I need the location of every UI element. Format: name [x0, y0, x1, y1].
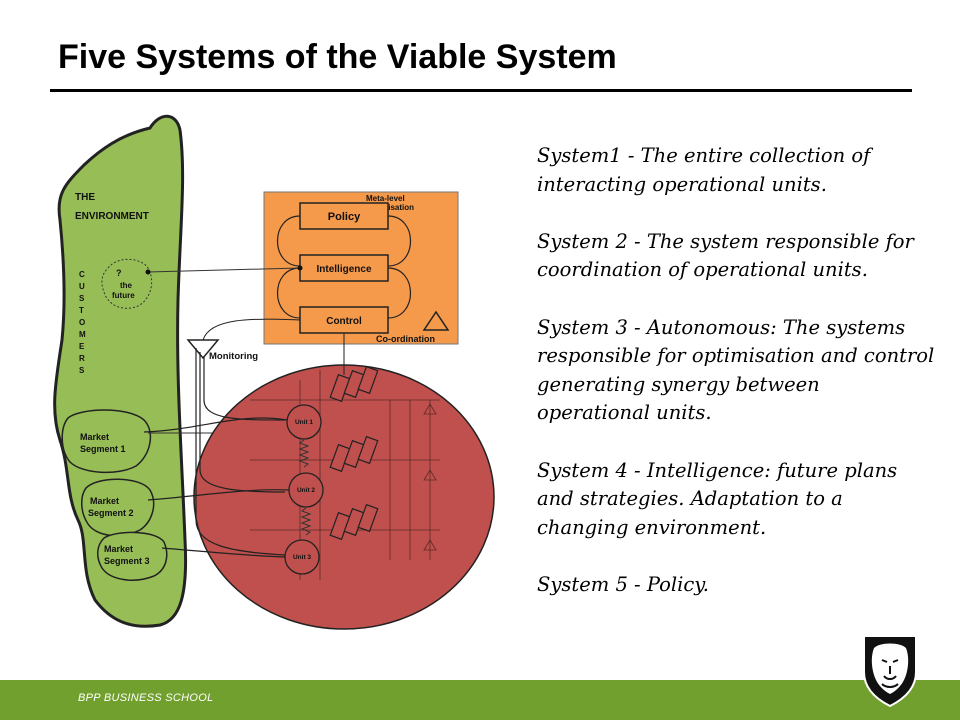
svg-text:M: M [79, 330, 86, 339]
market-segment-3-line1: Market [104, 544, 133, 554]
system-2-description: System 2 - The system responsible for co… [537, 229, 914, 282]
coordination-spring-icon [300, 507, 312, 536]
unit-1-label: Unit 1 [295, 419, 313, 426]
meta-label-line2: organisation [366, 203, 414, 212]
future-region [101, 258, 153, 309]
system-1-description: System1 - The entire collection of inter… [537, 144, 871, 196]
unit-2-label: Unit 2 [297, 487, 315, 494]
title-underline [50, 89, 912, 92]
market-segment-3-line2: Segment 3 [104, 556, 150, 566]
intelligence-box [299, 254, 389, 282]
svg-text:R: R [79, 354, 85, 363]
policy-box [299, 202, 389, 230]
unit-3-label: Unit 3 [293, 554, 311, 561]
unit-3-management-icon [329, 503, 379, 541]
svg-text:S: S [79, 366, 85, 375]
svg-text:C: C [79, 270, 85, 279]
market-segment-2-line2: Segment 2 [88, 508, 134, 518]
market-segment-1-line2: Segment 1 [80, 444, 126, 454]
unit-1-circle [286, 404, 322, 440]
viable-system-diagram: THE ENVIRONMENT C U S T O M E R S ? the … [53, 114, 495, 630]
footer-bar: BPP BUSINESS SCHOOL [0, 680, 960, 720]
market-segment-1-region [61, 409, 152, 474]
svg-text:T: T [79, 306, 84, 315]
environment-label-line1: THE [75, 192, 95, 203]
market-segment-1-line1: Market [80, 432, 109, 442]
system-5-description: System 5 - Policy. [537, 572, 709, 596]
environment-label-line2: ENVIRONMENT [75, 211, 149, 222]
system-3-description: System 3 - Autonomous: The systems respo… [537, 315, 935, 425]
unit-2-management-icon [329, 435, 379, 473]
future-label-line1: the [120, 281, 133, 290]
footer-label: BPP BUSINESS SCHOOL [78, 692, 214, 704]
slide-title: Five Systems of the Viable System [58, 38, 617, 76]
control-box [299, 306, 389, 334]
meta-label-line1: Meta-level [366, 194, 405, 203]
market-segment-2-region [81, 478, 155, 537]
svg-text:S: S [79, 294, 85, 303]
future-label-line2: future [112, 291, 135, 300]
svg-text:O: O [79, 318, 85, 327]
future-question-mark: ? [116, 268, 122, 278]
operations-circle [193, 364, 495, 630]
market-segment-3-region [97, 531, 168, 581]
policy-label: Policy [328, 211, 361, 223]
monitoring-label: Monitoring [209, 351, 258, 362]
market-segment-2-line1: Market [90, 496, 119, 506]
svg-text:E: E [79, 342, 85, 351]
coordination-triangle-icon [422, 310, 450, 331]
control-label: Control [326, 316, 362, 327]
system-descriptions: System1 - The entire collection of inter… [537, 142, 937, 628]
unit-1-management-icon [329, 365, 379, 403]
coordination-spring-icon [298, 439, 310, 468]
svg-text:U: U [79, 282, 85, 291]
customers-label: C U S T O M E R S [79, 270, 86, 375]
coordination-label: Co-ordination [376, 334, 435, 344]
intelligence-label: Intelligence [316, 264, 371, 275]
lion-shield-icon [863, 635, 917, 708]
system-4-description: System 4 - Intelligence: future plans an… [537, 458, 898, 539]
